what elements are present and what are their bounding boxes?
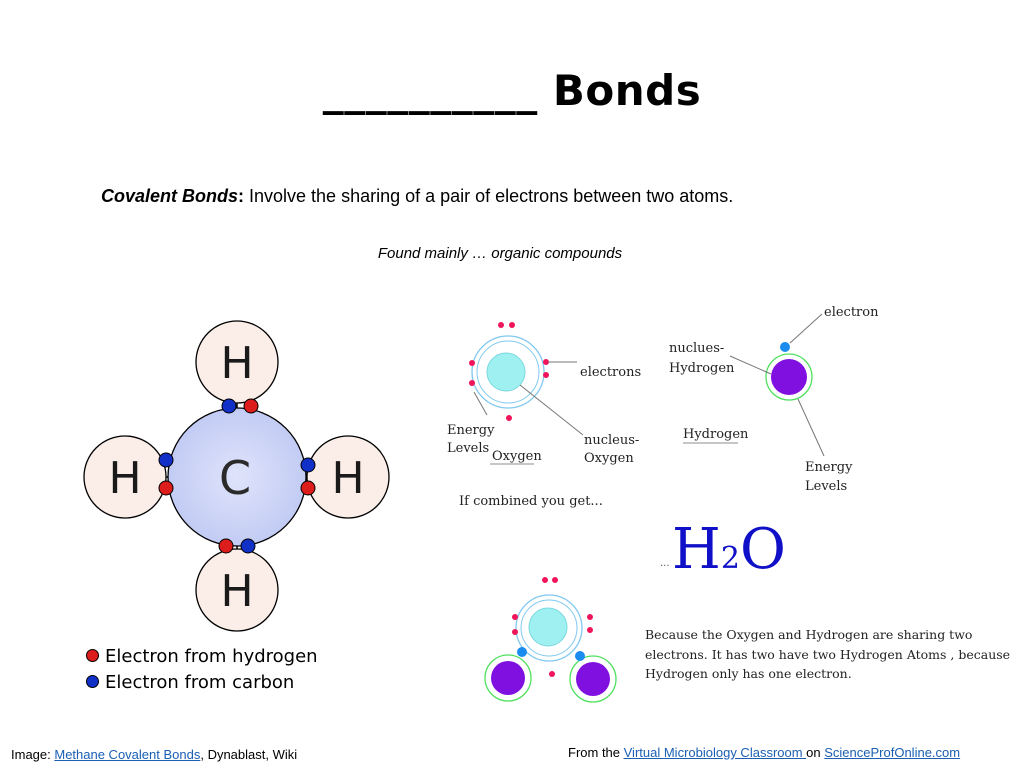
oxygen-energy-levels-label-2: Levels bbox=[447, 441, 489, 456]
oxygen-nucleus-label-1: nucleus- bbox=[584, 433, 639, 448]
methane-diagram: H H H H C bbox=[83, 320, 390, 632]
hydrogen-atom-top bbox=[195, 320, 279, 404]
legend-hydrogen-dot bbox=[86, 648, 99, 662]
hydrogen-symbol-bottom: H bbox=[220, 566, 253, 617]
formula-h: H bbox=[672, 517, 721, 582]
source-credit: From the Virtual Microbiology Classroom … bbox=[568, 745, 960, 760]
hydrogen-symbol-right: H bbox=[331, 453, 364, 504]
carbon-symbol: C bbox=[219, 451, 251, 505]
hydrogen-symbol-left: H bbox=[108, 453, 141, 504]
hydrogen-atom-left bbox=[83, 435, 167, 519]
hydrogen-atom-bottom bbox=[195, 548, 279, 632]
explanation-line-2: electrons. It has two have two Hydrogen … bbox=[645, 647, 1010, 662]
combined-text: If combined you get... bbox=[459, 494, 603, 509]
image-credit: Image: Methane Covalent Bonds, Dynablast… bbox=[11, 747, 297, 762]
water-molecule bbox=[484, 577, 617, 703]
electron-hydrogen-right bbox=[300, 480, 316, 496]
hydrogen-nucleus-label-1: nuclues- bbox=[669, 341, 724, 356]
electron-hydrogen-bottom bbox=[218, 538, 234, 554]
found-mainly-text: Found mainly … organic compounds bbox=[377, 245, 623, 262]
hydrogen-nucleus-label-2: Hydrogen bbox=[669, 361, 735, 376]
formula-ellipsis: ... bbox=[660, 558, 670, 569]
explanation-line-3: Hydrogen only has one electron. bbox=[645, 666, 852, 681]
electron-hydrogen-left bbox=[158, 480, 174, 496]
slide-title: __________ Bonds bbox=[322, 66, 702, 115]
oxygen-electrons-label: electrons bbox=[580, 365, 641, 380]
hydrogen-symbol-top: H bbox=[220, 338, 253, 389]
definition-text: Involve the sharing of a pair of electro… bbox=[244, 186, 734, 206]
hydrogen-atom bbox=[765, 342, 813, 401]
water-diagram: electrons Energy Levels nucleus- Oxygen … bbox=[447, 305, 1010, 703]
hydrogen-energy-levels-label-2: Levels bbox=[805, 479, 847, 494]
definition-colon: : bbox=[238, 186, 245, 206]
water-formula: H2O bbox=[672, 517, 786, 582]
formula-o: O bbox=[740, 517, 786, 582]
methane-covalent-bonds-link[interactable]: Methane Covalent Bonds bbox=[54, 747, 201, 762]
source-credit-prefix: From the bbox=[568, 745, 624, 760]
carbon-atom bbox=[167, 407, 307, 547]
hydrogen-atom-right bbox=[306, 435, 390, 519]
electron-hydrogen-top bbox=[243, 398, 259, 414]
electron-carbon-right bbox=[300, 457, 316, 473]
oxygen-atom bbox=[469, 322, 549, 421]
hydrogen-electron-label: electron bbox=[824, 305, 879, 320]
oxygen-name-label: Oxygen bbox=[492, 449, 542, 464]
legend-hydrogen: Electron from hydrogen bbox=[86, 646, 318, 667]
formula-subscript: 2 bbox=[721, 541, 740, 576]
legend-hydrogen-label: Electron from hydrogen bbox=[105, 646, 318, 667]
electron-carbon-top bbox=[221, 398, 237, 414]
explanation-line-1: Because the Oxygen and Hydrogen are shar… bbox=[645, 627, 972, 642]
oxygen-energy-levels-label-1: Energy bbox=[447, 423, 495, 438]
source-credit-middle: on bbox=[806, 745, 825, 760]
image-credit-prefix: Image: bbox=[11, 747, 55, 762]
image-credit-suffix: , Dynablast, Wiki bbox=[200, 747, 298, 762]
electron-carbon-bottom bbox=[240, 538, 256, 554]
hydrogen-energy-levels-label-1: Energy bbox=[805, 460, 853, 475]
hydrogen-name-label: Hydrogen bbox=[683, 427, 749, 442]
definition-term: Covalent Bonds bbox=[101, 186, 239, 206]
scienceprofonline-link[interactable]: ScienceProfOnline.com bbox=[824, 745, 961, 760]
oxygen-nucleus-label-2: Oxygen bbox=[584, 451, 634, 466]
legend-carbon-label: Electron from carbon bbox=[105, 672, 295, 693]
legend-carbon-dot bbox=[86, 674, 99, 688]
electron-carbon-left bbox=[158, 452, 174, 468]
covalent-definition: Covalent Bonds: Involve the sharing of a… bbox=[101, 186, 733, 207]
virtual-microbiology-classroom-link[interactable]: Virtual Microbiology Classroom bbox=[623, 745, 807, 760]
legend-carbon: Electron from carbon bbox=[86, 672, 294, 693]
